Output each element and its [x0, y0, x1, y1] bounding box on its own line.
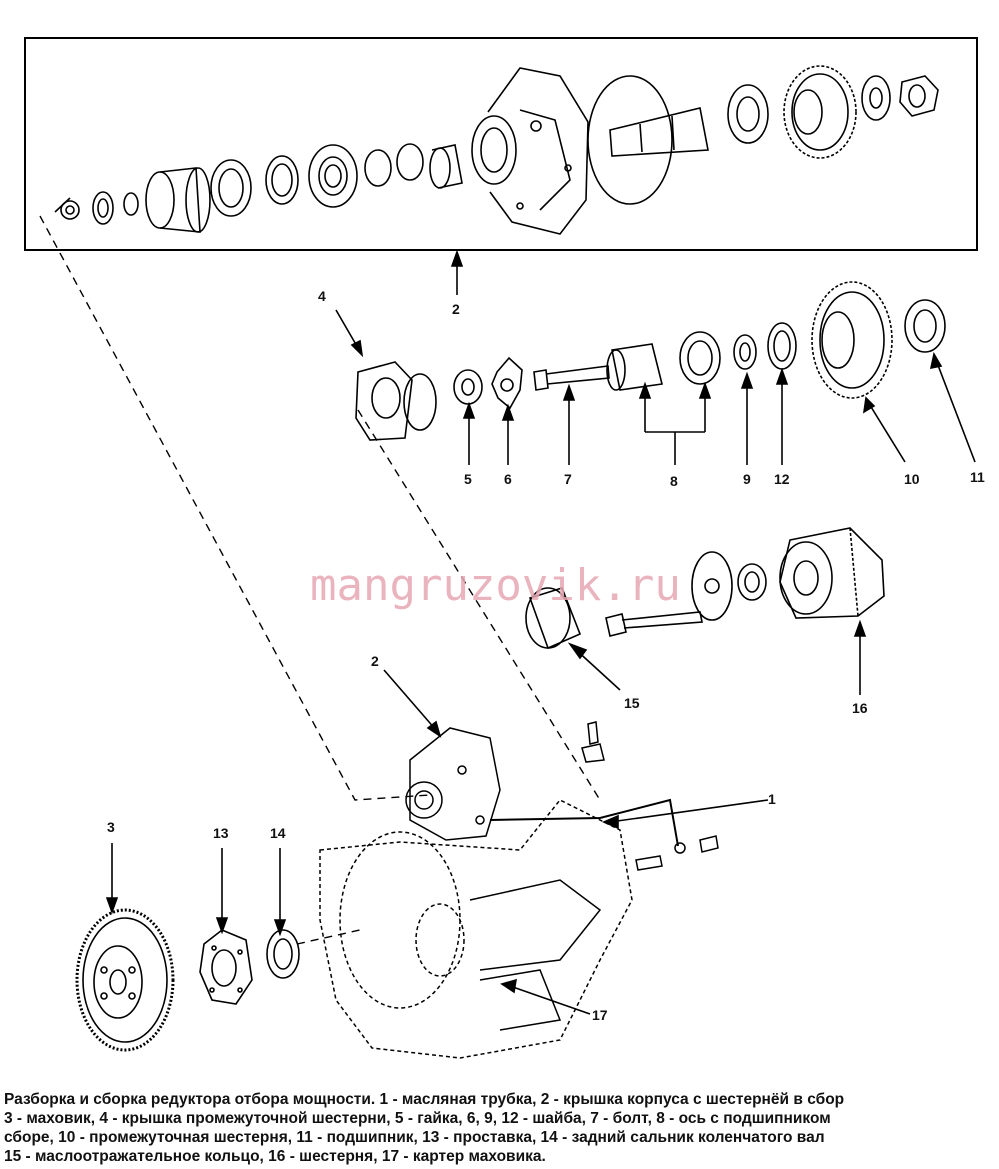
dashed-guide-lines: [39, 215, 601, 945]
top-exploded-parts: [54, 65, 939, 235]
leaders-middle: [335, 309, 976, 465]
leaders-lower: [567, 619, 867, 695]
callout-2-mid: 2: [371, 653, 379, 669]
spacer: [199, 929, 253, 1005]
caption-line-1: Разборка и сборка редуктора отбора мощно…: [4, 1091, 845, 1108]
watermark-text: mangruzovik.ru: [310, 560, 681, 611]
rear-seal: [266, 929, 300, 979]
callout-14: 14: [270, 825, 286, 841]
callout-9: 9: [743, 471, 751, 487]
callout-16: 16: [852, 700, 868, 716]
leader-2-top: [450, 249, 464, 295]
callout-7: 7: [564, 471, 572, 487]
callout-2-top: 2: [452, 301, 460, 317]
lower-exploded-parts: [525, 527, 885, 650]
top-assembly-box: [24, 37, 978, 251]
middle-exploded-parts: [355, 281, 946, 441]
flywheel-housing-assembly: [319, 721, 719, 1059]
figure-caption: Разборка и сборка редуктора отбора мощно…: [4, 1090, 994, 1166]
flywheel: [75, 908, 175, 1052]
callout-10: 10: [904, 471, 920, 487]
caption-line-3: сборе, 10 - промежуточная шестерня, 11 -…: [4, 1129, 825, 1146]
callout-12: 12: [774, 471, 790, 487]
callout-4: 4: [318, 288, 326, 304]
callout-17: 17: [592, 1007, 608, 1023]
callout-6: 6: [504, 471, 512, 487]
callout-1: 1: [768, 791, 776, 807]
callout-13: 13: [213, 825, 229, 841]
caption-line-2: 3 - маховик, 4 - крышка промежуточной ше…: [4, 1110, 831, 1127]
caption-line-4: 15 - маслоотражательное кольцо, 16 - шес…: [4, 1148, 546, 1165]
callout-8: 8: [670, 473, 678, 489]
callout-5: 5: [464, 471, 472, 487]
callout-11: 11: [970, 469, 985, 485]
callout-3: 3: [107, 819, 115, 835]
leaders-bottom: [105, 669, 769, 1015]
callout-15: 15: [624, 695, 640, 711]
callout-labels: 2 4 5 6 7 8 9 12 10 11 15 16 2 1 3 13 14…: [107, 288, 985, 1023]
